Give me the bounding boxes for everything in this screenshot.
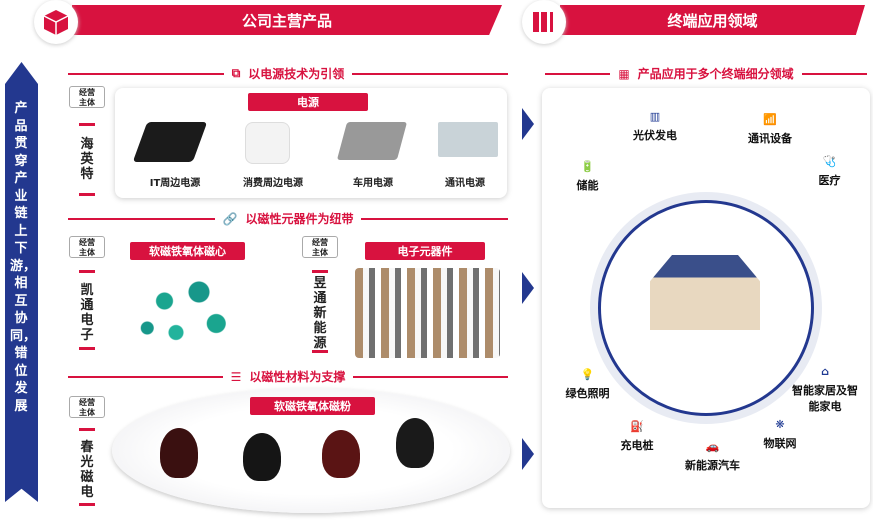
battery-icon: 🔋 xyxy=(580,160,595,173)
telecom-power-image xyxy=(438,122,498,157)
layers-icon: ☰ xyxy=(230,369,242,384)
app-smart-home: ⌂智能家居及智能家电 xyxy=(792,365,858,413)
powder-flask xyxy=(243,433,281,481)
app-charging: ⛽充电桩 xyxy=(612,420,662,453)
smart-house-image xyxy=(650,255,760,330)
category-label: 电源 xyxy=(248,93,368,111)
entity-tag: 经营 主体 xyxy=(69,396,105,418)
chevron-down-icon xyxy=(79,347,95,353)
home-icon: ⌂ xyxy=(821,365,829,378)
app-telecom: 📶通讯设备 xyxy=(730,113,810,146)
chevron-up-icon xyxy=(79,428,95,434)
category-label: 软磁铁氧体磁粉 xyxy=(250,397,375,415)
arrow-right-icon xyxy=(522,438,534,470)
entity-name: 昱通新能源 xyxy=(313,276,327,351)
entity-name: 春光磁电 xyxy=(80,440,94,500)
side-banner-text: 产品贯穿产业链上下游，相互协同，错位发展 xyxy=(10,101,37,414)
network-icon: ❋ xyxy=(775,418,785,431)
powder-flask xyxy=(160,428,198,478)
car-icon: 🚗 xyxy=(705,440,720,453)
product-label: 通讯电源 xyxy=(445,178,485,189)
app-medical: 🩺医疗 xyxy=(807,155,852,188)
arrow-right-icon xyxy=(522,108,534,140)
product-label: 消费周边电源 xyxy=(243,178,303,189)
app-lighting: 💡绿色照明 xyxy=(555,368,620,401)
category-label: 电子元器件 xyxy=(365,242,485,260)
entity-name: 凯通电子 xyxy=(80,283,94,343)
chevron-down-icon xyxy=(79,193,95,199)
chevron-down-icon xyxy=(79,503,95,509)
router-icon: 📶 xyxy=(763,113,777,126)
link-icon: 🔗 xyxy=(222,211,238,226)
section-title-power: ⧉以电源技术为引领 xyxy=(68,65,508,82)
chevron-down-icon xyxy=(312,350,328,356)
powder-flask xyxy=(322,430,360,478)
left-header: 公司主营产品 xyxy=(72,5,502,35)
app-solar: ▥光伏发电 xyxy=(620,110,690,143)
box-icon xyxy=(34,0,78,44)
arrow-right-icon xyxy=(522,272,534,304)
components-image xyxy=(355,268,500,358)
section-title-materials: ☰以磁性材料为支撑 xyxy=(68,368,508,385)
consumer-charger-image xyxy=(245,122,290,164)
solar-icon: ▥ xyxy=(649,110,661,123)
applications-title: ▦产品应用于多个终端细分领域 xyxy=(545,65,868,82)
chevron-up-icon xyxy=(79,123,95,129)
right-header: 终端应用领域 xyxy=(560,5,865,35)
expand-icon: ⧉ xyxy=(231,66,241,80)
charger-icon: ⛽ xyxy=(630,420,644,433)
section-title-components: 🔗以磁性元器件为纽带 xyxy=(68,210,508,227)
chevron-up-icon xyxy=(312,270,328,276)
entity-tag: 经营 主体 xyxy=(302,236,338,258)
app-iot: ❋物联网 xyxy=(755,418,805,451)
grid-icon: ▦ xyxy=(618,66,630,81)
ferrite-cores-image xyxy=(130,265,245,355)
app-storage: 🔋储能 xyxy=(565,160,610,193)
powder-flask xyxy=(396,418,434,468)
chevron-up-icon xyxy=(79,270,95,276)
entity-tag: 经营 主体 xyxy=(69,86,105,108)
product-label: 车用电源 xyxy=(353,178,393,189)
books-icon xyxy=(522,0,566,44)
lamp-icon: 💡 xyxy=(580,368,595,381)
car-power-image xyxy=(336,122,408,160)
application-ring xyxy=(598,200,814,416)
category-label: 软磁铁氧体磁心 xyxy=(130,242,245,260)
entity-tag: 经营 主体 xyxy=(69,236,105,258)
entity-name: 海英特 xyxy=(80,137,94,182)
side-banner xyxy=(5,62,38,502)
stethoscope-icon: 🩺 xyxy=(822,155,837,168)
product-label: IT周边电源 xyxy=(149,178,201,189)
app-ev: 🚗新能源汽车 xyxy=(675,440,750,473)
